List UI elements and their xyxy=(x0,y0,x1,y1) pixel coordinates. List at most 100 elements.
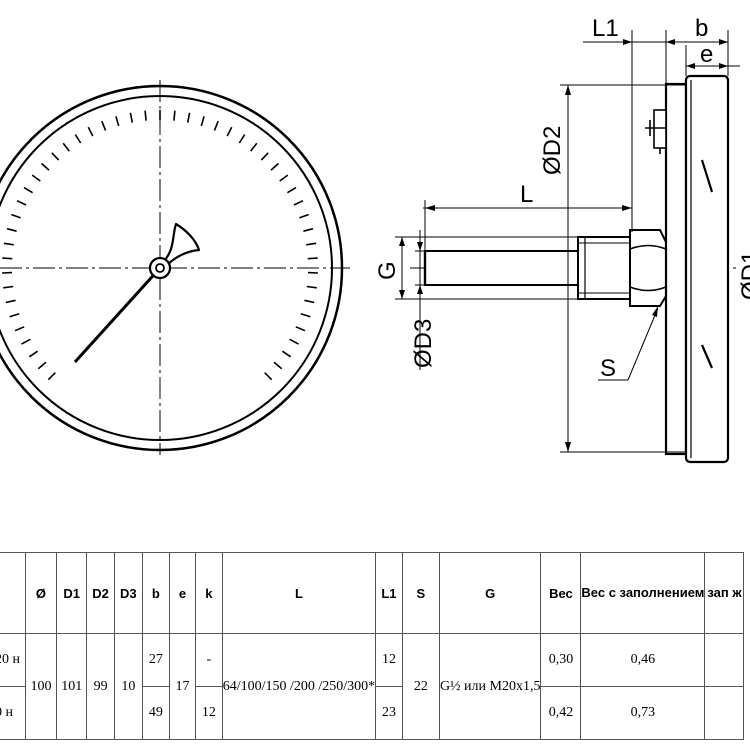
cell-d3: 10 xyxy=(113,633,143,740)
scale-tick xyxy=(306,285,317,289)
gauge-front-view xyxy=(0,80,350,455)
scale-tick xyxy=(9,312,20,318)
label-d1-partial: ØD1 xyxy=(737,251,750,300)
header-s: S xyxy=(401,552,440,634)
scale-tick xyxy=(281,350,292,358)
s-leader-line xyxy=(627,307,659,381)
scale-tick xyxy=(173,110,176,121)
scale-tick xyxy=(279,174,289,182)
cell-b: 27 xyxy=(141,633,171,687)
scale-tick xyxy=(2,257,13,260)
technical-drawing: L1 b e ØD2 L G ØD3 xyxy=(0,15,750,464)
header-g: G xyxy=(438,552,542,634)
label-s: S xyxy=(600,355,616,382)
scale-tick xyxy=(299,213,309,219)
cell-last xyxy=(704,686,744,740)
cell-l1: 12 xyxy=(375,633,403,687)
header-weight-filled: Вес с заполнением xyxy=(580,552,706,634)
scale-tick xyxy=(213,120,219,131)
needle-tail xyxy=(161,222,201,266)
cell-k: 12 xyxy=(194,686,223,740)
header-k: k xyxy=(194,552,223,634)
scale-tick xyxy=(23,186,34,194)
label-b: b xyxy=(695,15,708,42)
cell-weight-filled: 0,46 xyxy=(580,633,706,687)
scale-tick xyxy=(40,162,50,171)
header-last-partial: зап ж xyxy=(704,552,744,634)
gauge-bezel xyxy=(684,74,730,464)
scale-tick xyxy=(186,112,191,123)
scale-tick xyxy=(5,299,16,304)
label-l: L xyxy=(520,181,533,208)
spec-table: Ø D1 D2 D3 b e k L L1 S G Вес Вес с запо… xyxy=(0,552,744,740)
scale-tick xyxy=(293,199,304,206)
cell-col0: 0 н xyxy=(0,686,26,740)
scale-tick xyxy=(11,213,21,219)
header-dia: Ø xyxy=(24,552,58,634)
mounting-screw xyxy=(653,109,667,149)
scale-tick xyxy=(47,372,56,381)
scale-tick xyxy=(74,134,82,144)
scale-tick xyxy=(200,116,205,127)
scale-tick xyxy=(144,110,147,121)
scale-tick xyxy=(62,142,70,152)
scale-tick xyxy=(273,361,283,370)
gauge-case xyxy=(664,82,688,456)
scale-tick xyxy=(300,312,311,318)
scale-tick xyxy=(260,152,269,161)
scale-tick xyxy=(250,142,258,152)
scale-tick xyxy=(6,227,17,232)
scale-tick xyxy=(286,186,297,194)
cell-l: 64/100/150 /200 /250/300* xyxy=(221,633,377,740)
header-l1: L1 xyxy=(375,552,403,634)
scale-tick xyxy=(21,338,31,345)
scale-tick xyxy=(270,162,280,171)
scale-tick xyxy=(238,134,246,144)
gauge-needle xyxy=(73,266,162,364)
header-e: e xyxy=(169,552,196,634)
label-e: e xyxy=(700,41,713,68)
cell-g: G½ или M20x1,5 xyxy=(438,633,542,740)
table-row: 0 н 49 12 23 0,42 0,73 xyxy=(0,686,744,740)
scale-tick xyxy=(3,242,14,246)
header-weight: Вес xyxy=(540,552,582,634)
scale-tick xyxy=(264,372,273,381)
scale-tick xyxy=(306,242,317,246)
scale-ticks xyxy=(2,110,318,381)
cell-k: - xyxy=(194,633,223,687)
cell-l1: 23 xyxy=(375,686,403,740)
label-g: G xyxy=(374,261,401,280)
hex-nut xyxy=(629,229,667,307)
label-d2: ØD2 xyxy=(539,126,566,175)
cell-col0: 20 н xyxy=(0,633,26,687)
scale-tick xyxy=(129,112,134,123)
cell-b: 49 xyxy=(141,686,171,740)
cell-s: 22 xyxy=(401,633,440,740)
scale-tick xyxy=(115,116,120,127)
scale-tick xyxy=(226,126,233,137)
scale-tick xyxy=(28,350,39,358)
header-d2: D2 xyxy=(86,552,115,634)
cell-last xyxy=(704,633,744,687)
cell-d1: 101 xyxy=(56,633,88,740)
scale-tick xyxy=(304,299,315,304)
header-d3: D3 xyxy=(113,552,143,634)
scale-tick xyxy=(37,361,47,370)
threaded-fitting xyxy=(577,236,631,300)
scale-tick xyxy=(289,338,299,345)
label-d3: ØD3 xyxy=(410,319,437,368)
scale-tick xyxy=(101,120,107,131)
needle-hub-center xyxy=(155,263,165,273)
cell-weight: 0,30 xyxy=(540,633,582,687)
scale-tick xyxy=(303,227,314,232)
table-header-row: Ø D1 D2 D3 b e k L L1 S G Вес Вес с запо… xyxy=(0,552,744,634)
cell-d2: 99 xyxy=(86,633,115,740)
header-l: L xyxy=(221,552,377,634)
scale-tick xyxy=(3,285,14,289)
scale-tick xyxy=(16,199,27,206)
table-row: 20 н 100 101 99 10 27 17 - 64/100/150 /2… xyxy=(0,633,744,740)
scale-tick xyxy=(307,257,318,260)
cell-e: 17 xyxy=(169,633,196,740)
scale-tick xyxy=(295,326,306,332)
cell-weight: 0,42 xyxy=(540,686,582,740)
